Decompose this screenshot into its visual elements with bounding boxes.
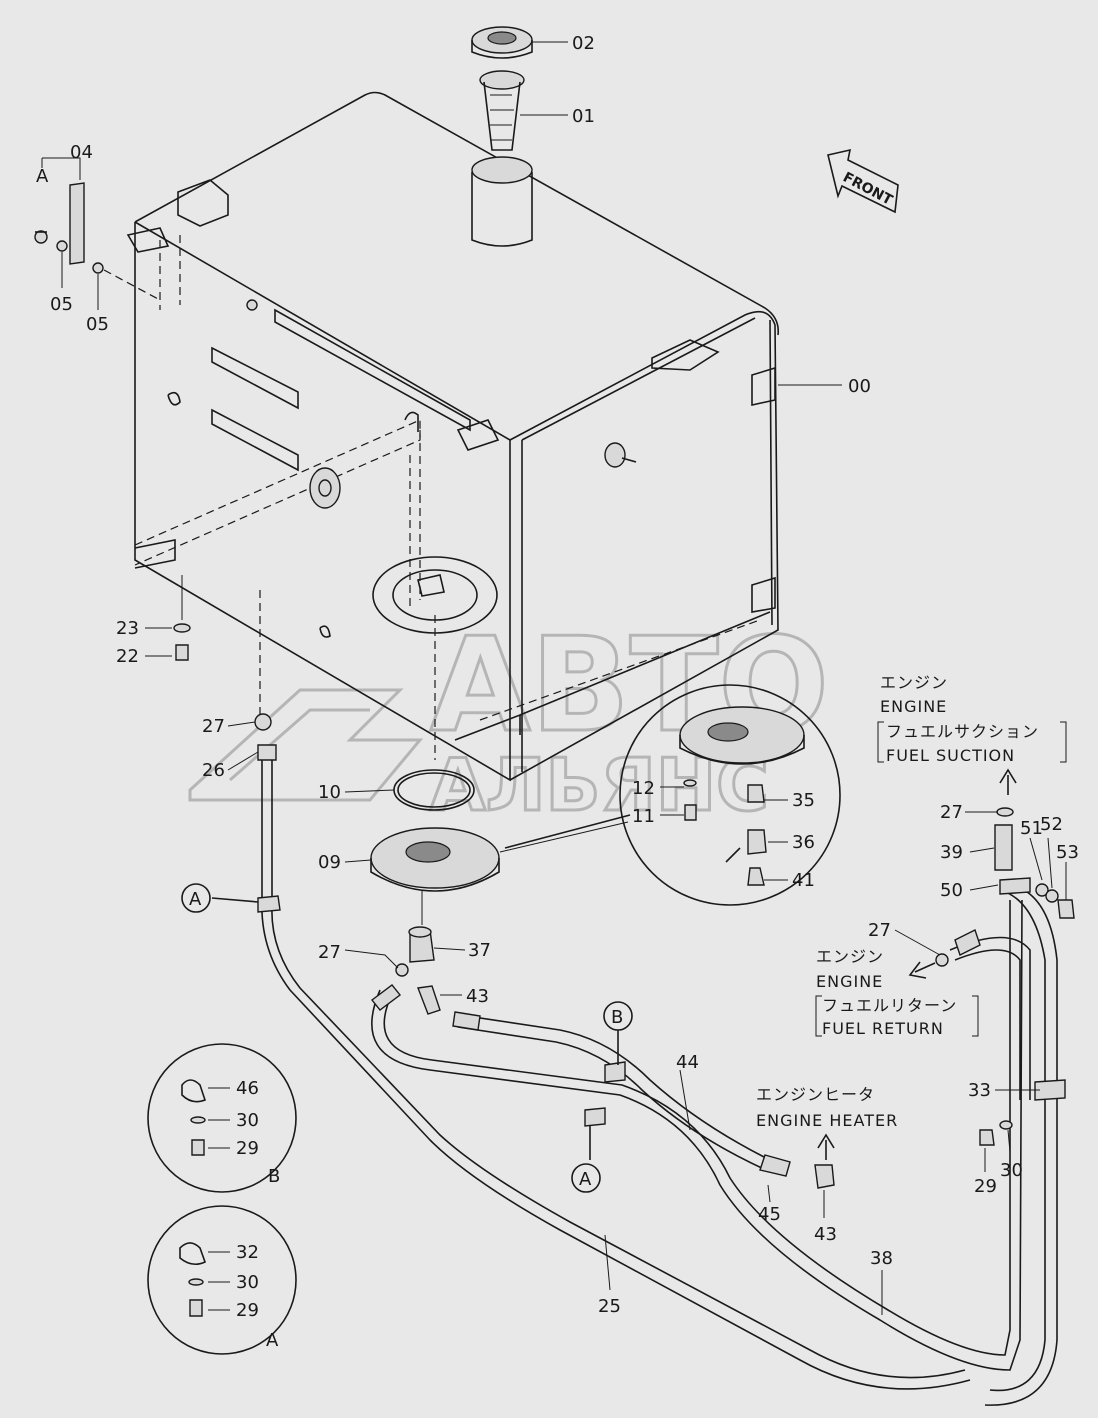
watermark-logo [188, 688, 424, 802]
callout-37: 37 [468, 940, 491, 961]
bottom-flange [372, 556, 498, 634]
callout-33: 33 [968, 1080, 991, 1101]
front-direction-arrow: FRONT [827, 148, 899, 214]
callout-labels: 02 01 00 04 05 05 23 22 27 26 10 09 27 3… [50, 33, 1079, 1321]
part-51 [1035, 883, 1049, 897]
callout-29-a: 29 [236, 1138, 259, 1159]
part-27-clamp-a [395, 963, 409, 977]
callout-27-b: 27 [318, 942, 341, 963]
callout-38: 38 [870, 1248, 893, 1269]
ref-b-circle: B [611, 1007, 623, 1028]
return-en-1: ENGINE [816, 972, 883, 991]
callout-00: 00 [848, 376, 871, 397]
suction-en-2: FUEL SUCTION [886, 746, 1015, 765]
ref-a-circle-left: A [189, 889, 202, 910]
leader-lines [41, 41, 1067, 1315]
part-01-strainer [479, 70, 525, 151]
callout-09: 09 [318, 852, 341, 873]
part-33-clamp [1034, 1079, 1066, 1101]
callout-22: 22 [116, 646, 139, 667]
part-50-clamp [999, 877, 1031, 895]
callout-30-c: 30 [1000, 1160, 1023, 1181]
callout-11: 11 [632, 806, 655, 827]
detail-leader [504, 814, 631, 849]
return-en-2: FUEL RETURN [822, 1019, 944, 1038]
callout-27-a: 27 [202, 716, 225, 737]
callout-01: 01 [572, 106, 595, 127]
suction-jp-1: エンジン [880, 673, 948, 692]
suction-en-1: ENGINE [880, 697, 947, 716]
part-27-clamp-b [254, 713, 272, 731]
hoses [261, 750, 1058, 1406]
callout-25: 25 [598, 1296, 621, 1317]
part-43-elbow [417, 985, 441, 1015]
engine-heater-caption: エンジンヒータ ENGINE HEATER [756, 1085, 898, 1130]
ref-a-top: A [36, 166, 49, 187]
callout-02: 02 [572, 33, 595, 54]
part-29-bolt-c [979, 1129, 995, 1146]
part-52 [1045, 889, 1059, 903]
callout-43-b: 43 [814, 1224, 837, 1245]
part-26-hose-end [257, 744, 277, 761]
return-jp-1: エンジン [816, 947, 884, 966]
part-37-fitting [408, 926, 435, 963]
callout-43-a: 43 [466, 986, 489, 1007]
suction-jp-2: フュエルサクション [886, 722, 1039, 741]
heater-jp: エンジンヒータ [756, 1085, 875, 1104]
callout-30-b: 30 [236, 1272, 259, 1293]
callout-41: 41 [792, 870, 815, 891]
callout-39: 39 [940, 842, 963, 863]
part-09-cover [370, 827, 500, 892]
callout-36: 36 [792, 832, 815, 853]
callout-50: 50 [940, 880, 963, 901]
callout-10: 10 [318, 782, 341, 803]
callout-26: 26 [202, 760, 225, 781]
part-30-washer-c [999, 1120, 1013, 1130]
callout-12: 12 [632, 778, 655, 799]
callout-27-d: 27 [868, 920, 891, 941]
part-39-hose-end [994, 824, 1013, 871]
detail-circle-b [147, 1043, 297, 1193]
fuel-tank-body [126, 91, 780, 782]
ref-a-detail-label: A [266, 1330, 279, 1351]
callout-32: 32 [236, 1242, 259, 1263]
watermark: АВТО АЛЬЯНС [188, 608, 830, 829]
callout-44: 44 [676, 1052, 699, 1073]
callout-05-a: 05 [50, 294, 73, 315]
callout-04: 04 [70, 142, 93, 163]
callout-27-c: 27 [940, 802, 963, 823]
part-27-clamp-d [996, 807, 1014, 817]
callout-35: 35 [792, 790, 815, 811]
engine-suction-caption: エンジン ENGINE フュエルサクション FUEL SUCTION [877, 673, 1067, 765]
callout-30-a: 30 [236, 1110, 259, 1131]
ref-b-detail-label: B [268, 1166, 280, 1187]
callout-23: 23 [116, 618, 139, 639]
reference-markers: A A B A B A [36, 166, 633, 1351]
filler-neck [471, 156, 533, 247]
heater-en: ENGINE HEATER [756, 1111, 898, 1130]
callout-46: 46 [236, 1078, 259, 1099]
return-jp-2: フュエルリターン [822, 996, 957, 1015]
callout-29-c: 29 [974, 1176, 997, 1197]
callout-05-b: 05 [86, 314, 109, 335]
callout-45: 45 [758, 1204, 781, 1225]
part-04-plate [34, 182, 161, 301]
parts-22-23 [173, 575, 191, 661]
detail-view-circle [619, 684, 841, 906]
callout-53: 53 [1056, 842, 1079, 863]
engine-return-caption: エンジン ENGINE フュエルリターン FUEL RETURN [815, 947, 979, 1038]
flow-arrows [817, 768, 1017, 1160]
part-43-elbow-b [814, 1164, 835, 1189]
callout-29-b: 29 [236, 1300, 259, 1321]
part-45-hose-end [759, 1154, 791, 1177]
callout-51: 51 [1020, 818, 1043, 839]
ref-a-circle-mid: A [579, 1169, 592, 1190]
part-02-fuel-cap [471, 26, 533, 59]
callout-52: 52 [1040, 814, 1063, 835]
part-27-clamp-c [935, 953, 949, 967]
part-53 [1057, 899, 1075, 919]
detail-circle-a [147, 1205, 297, 1355]
